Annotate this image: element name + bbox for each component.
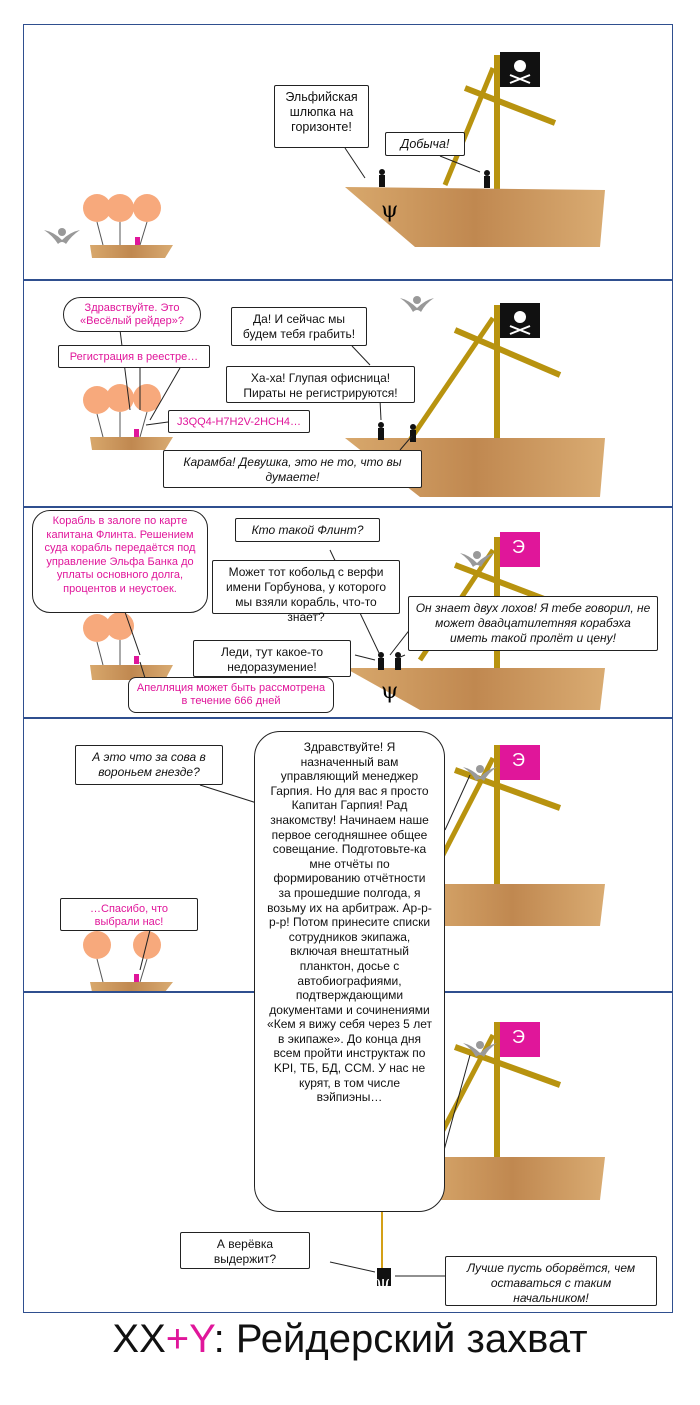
pirate-figure bbox=[379, 175, 385, 187]
pirate-ship-hull bbox=[345, 668, 605, 710]
panel-1 bbox=[23, 24, 673, 281]
elf-boat bbox=[90, 245, 173, 258]
trident-icon: ψ bbox=[381, 198, 398, 223]
speech-bubble: Регистрация в реестре… bbox=[58, 345, 210, 368]
elf-clerk bbox=[135, 237, 140, 245]
title-suffix: : Рейдерский захват bbox=[213, 1317, 588, 1361]
owl-icon bbox=[463, 1041, 497, 1057]
speech-bubble: А верёвка выдержит? bbox=[180, 1232, 310, 1269]
panel4-art bbox=[83, 745, 605, 992]
balloon bbox=[106, 194, 134, 222]
speech-bubble: А это что за сова в вороньем гнезде? bbox=[75, 745, 223, 785]
mast bbox=[494, 55, 500, 195]
speech-bubble: Карамба! Девушка, это не то, что вы дума… bbox=[163, 450, 422, 488]
bank-flag-letter: Э bbox=[512, 1027, 525, 1047]
bank-flag-letter: Э bbox=[512, 750, 525, 770]
speech-bubble: Он знает двух лохов! Я тебе говорил, не … bbox=[408, 596, 658, 651]
pirate-ship-hull bbox=[345, 187, 605, 247]
bank-flag-letter: Э bbox=[512, 537, 525, 557]
speech-bubble: Может тот кобольд с верфи имени Горбунов… bbox=[212, 560, 400, 624]
speech-bubble: Эльфийская шлюпка на горизонте! bbox=[274, 85, 369, 148]
trident-icon: ψ bbox=[381, 679, 398, 704]
speech-bubble: Ха-ха! Глупая офисница! Пираты не регист… bbox=[226, 366, 415, 403]
title-plus: +Y bbox=[165, 1317, 214, 1361]
speech-bubble: J3QQ4-H7H2V-2HCH4… bbox=[168, 410, 310, 433]
owl-icon bbox=[44, 228, 80, 244]
comic-title: XX+Y: Рейдерский захват bbox=[0, 1317, 700, 1362]
speech-bubble: Леди, тут какое-то недоразумение! bbox=[193, 640, 351, 677]
panel-3 bbox=[23, 506, 673, 719]
trident-icon: ψ bbox=[376, 1272, 390, 1293]
owl-icon bbox=[460, 551, 494, 567]
balloon bbox=[133, 194, 161, 222]
panel-2 bbox=[23, 279, 673, 508]
title-prefix: XX bbox=[112, 1317, 166, 1361]
speech-bubble: Апелляция может быть рассмотрена в течен… bbox=[128, 677, 334, 713]
speech-bubble: Добыча! bbox=[385, 132, 465, 156]
owl-icon bbox=[400, 296, 434, 312]
panel5-art: ψ bbox=[329, 1022, 605, 1293]
balloon bbox=[83, 194, 111, 222]
speech-bubble: Корабль в залоге по карте капитана Флинт… bbox=[32, 510, 208, 613]
speech-bubble: Здравствуйте. Это «Весёлый рейдер»? bbox=[63, 297, 201, 332]
pirates-on-rope bbox=[377, 1268, 391, 1286]
owl-icon bbox=[463, 765, 497, 781]
speech-bubble: Да! И сейчас мы будем тебя грабить! bbox=[231, 307, 367, 346]
speech-bubble: Кто такой Флинт? bbox=[235, 518, 380, 542]
panel1-art: ψ bbox=[44, 52, 605, 258]
bank-flag bbox=[500, 532, 540, 567]
pirate-figure bbox=[484, 176, 490, 188]
harpy-speech-bubble: Здравствуйте! Я назначенный вам управляю… bbox=[254, 731, 445, 1212]
speech-bubble: Лучше пусть оборвётся, чем оставаться с … bbox=[445, 1256, 657, 1306]
speech-bubble: …Спасибо, что выбрали нас! bbox=[60, 898, 198, 931]
